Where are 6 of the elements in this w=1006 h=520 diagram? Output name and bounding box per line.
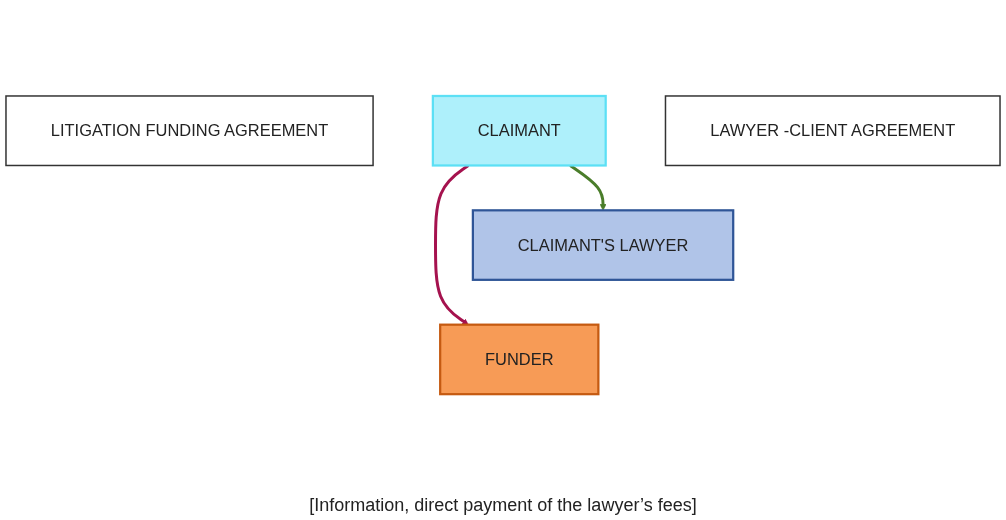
node-box: CLAIMANT [431, 95, 607, 168]
node-box: LAWYER -CLIENT AGREEMENT [664, 95, 1001, 167]
node-box: LITIGATION FUNDING AGREEMENT [5, 95, 374, 167]
node-box: CLAIMANT'S LAWYER [471, 209, 735, 282]
node-box: FUNDER [439, 323, 600, 396]
note-text: [Information, direct payment of the lawyer’s fees] [309, 495, 697, 516]
